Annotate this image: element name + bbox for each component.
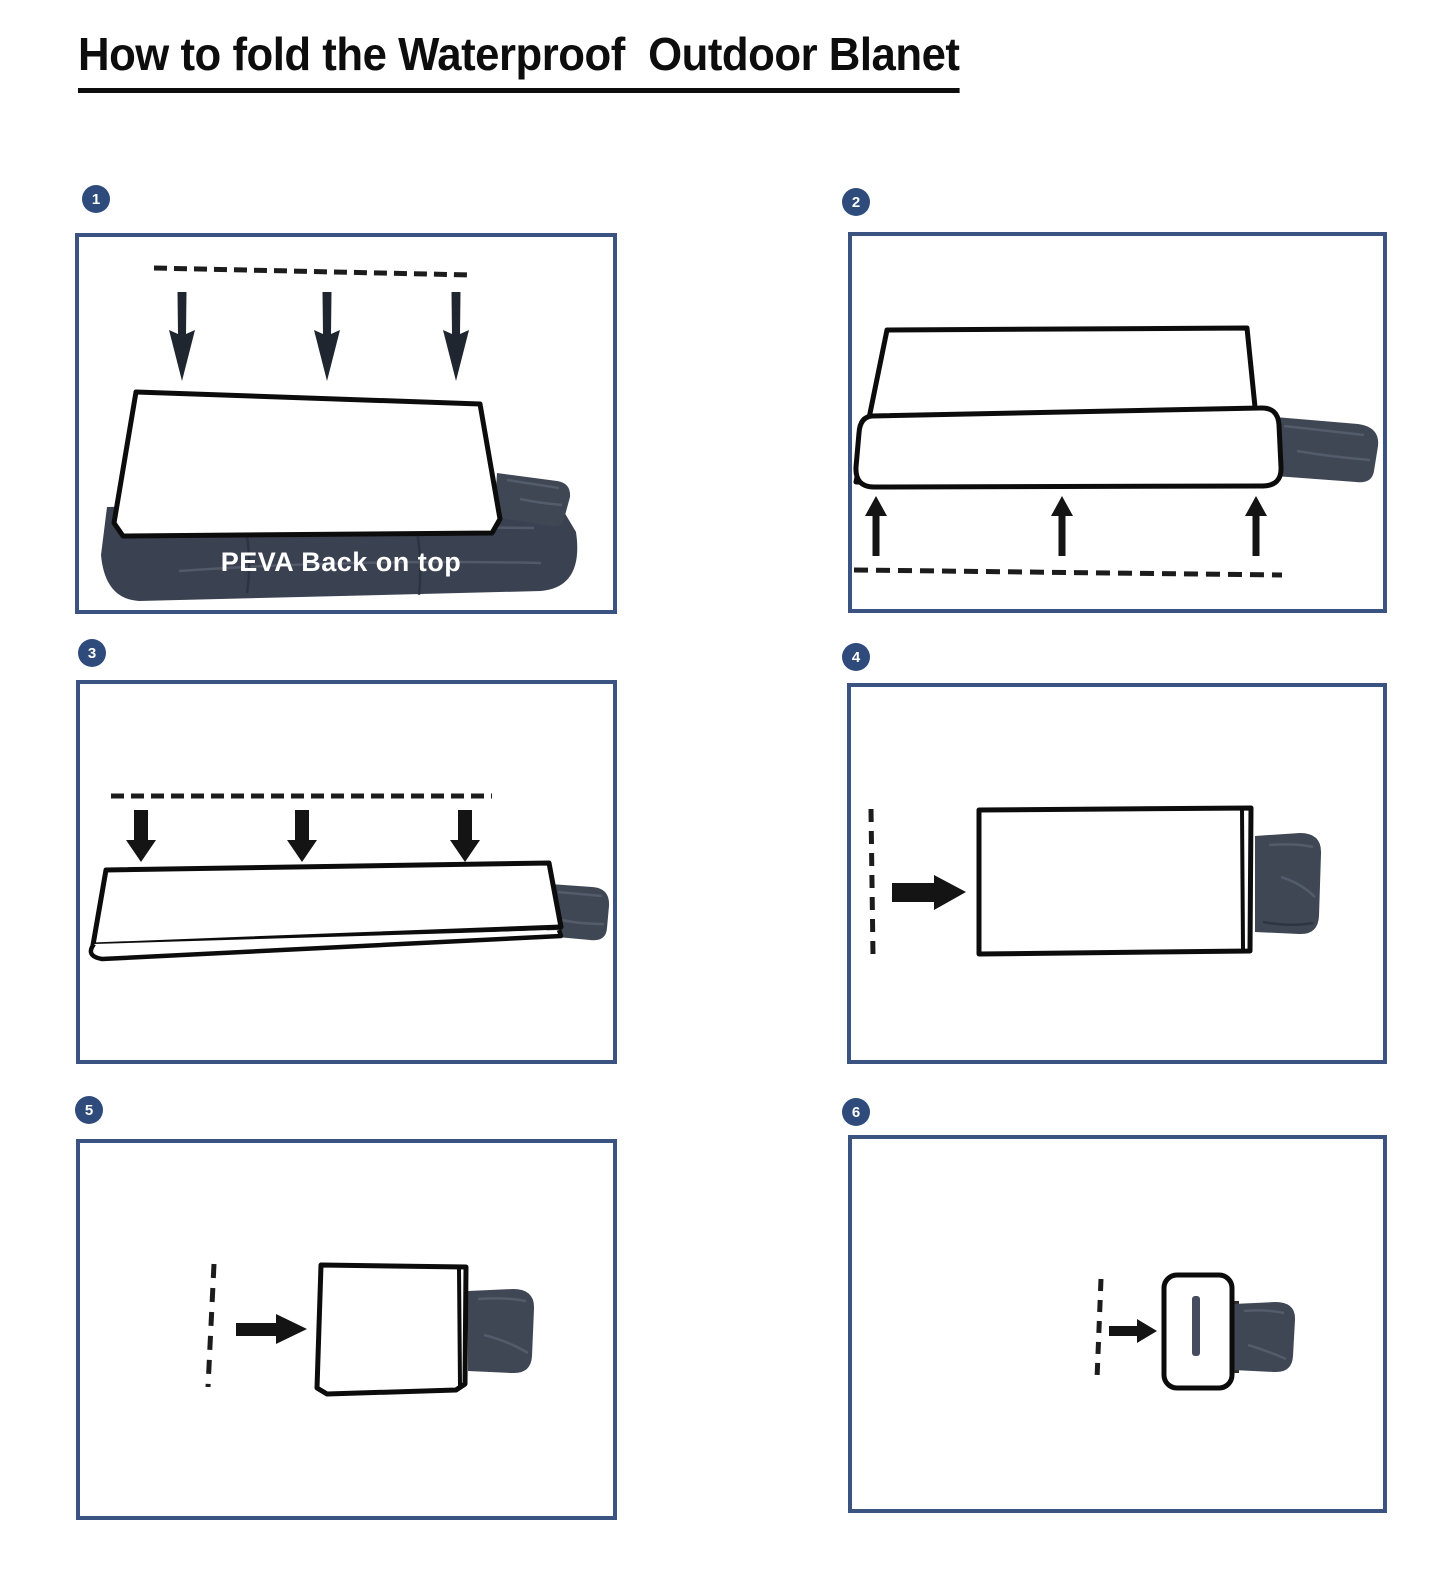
step-6-badge: 6 [842,1098,870,1126]
arrow-right-icon [1109,1319,1157,1343]
page-title: How to fold the Waterproof Outdoor Blane… [78,28,960,93]
strap-flap-icon [494,473,571,527]
step-5-illustration [205,1262,535,1397]
arrow-down-icon [126,810,480,862]
step-1-panel: PEVA Back on top [75,233,617,614]
step-number: 1 [91,190,101,208]
step-1-badge: 1 [82,185,110,213]
step-6-panel [848,1135,1387,1513]
strap-flap-icon [1255,833,1322,935]
step-number: 5 [84,1101,94,1119]
step-2-panel [848,232,1387,613]
step-4-illustration [868,805,1322,957]
arrow-down-icon [169,292,469,381]
arrow-up-icon [865,496,1267,556]
fold-line-dashed [853,567,1283,578]
arrow-right-icon [236,1314,307,1344]
blanket-top-sheet [111,389,503,539]
step-1-illustration: PEVA Back on top [101,265,578,601]
step-number: 4 [851,648,861,666]
step-number: 3 [87,644,97,662]
strap-flap-icon [1233,1302,1296,1373]
buckle-slot-icon [1192,1296,1200,1356]
step-number: 6 [851,1103,861,1121]
folded-strip-outline [90,860,564,948]
step-2-badge: 2 [842,188,870,216]
fold-edge-line [1240,809,1245,950]
step-4-panel [847,683,1387,1064]
step-number: 2 [851,193,861,211]
step-2-illustration [853,325,1379,578]
peva-annotation: PEVA Back on top [221,547,462,577]
fold-line-dashed-vertical [1094,1278,1104,1380]
strap-flap-icon [468,1289,535,1374]
strap-flap-icon [1275,417,1379,483]
folded-square-outline [314,1262,469,1397]
step-3-panel [76,680,617,1064]
step-6-illustration [1094,1272,1296,1391]
folded-rectangle-outline [976,805,1254,957]
fold-layer-line [88,929,564,962]
step-5-panel [76,1139,617,1520]
fold-line-dashed-vertical [205,1263,217,1388]
fold-line-dashed [153,265,472,278]
folded-strip-outline [853,405,1284,490]
fold-line-dashed-vertical [868,808,876,957]
step-4-badge: 4 [842,643,870,671]
step-3-illustration [88,793,610,962]
fold-edge-line [457,1267,462,1387]
arrow-right-icon [892,875,966,910]
step-5-badge: 5 [75,1096,103,1124]
step-3-badge: 3 [78,639,106,667]
